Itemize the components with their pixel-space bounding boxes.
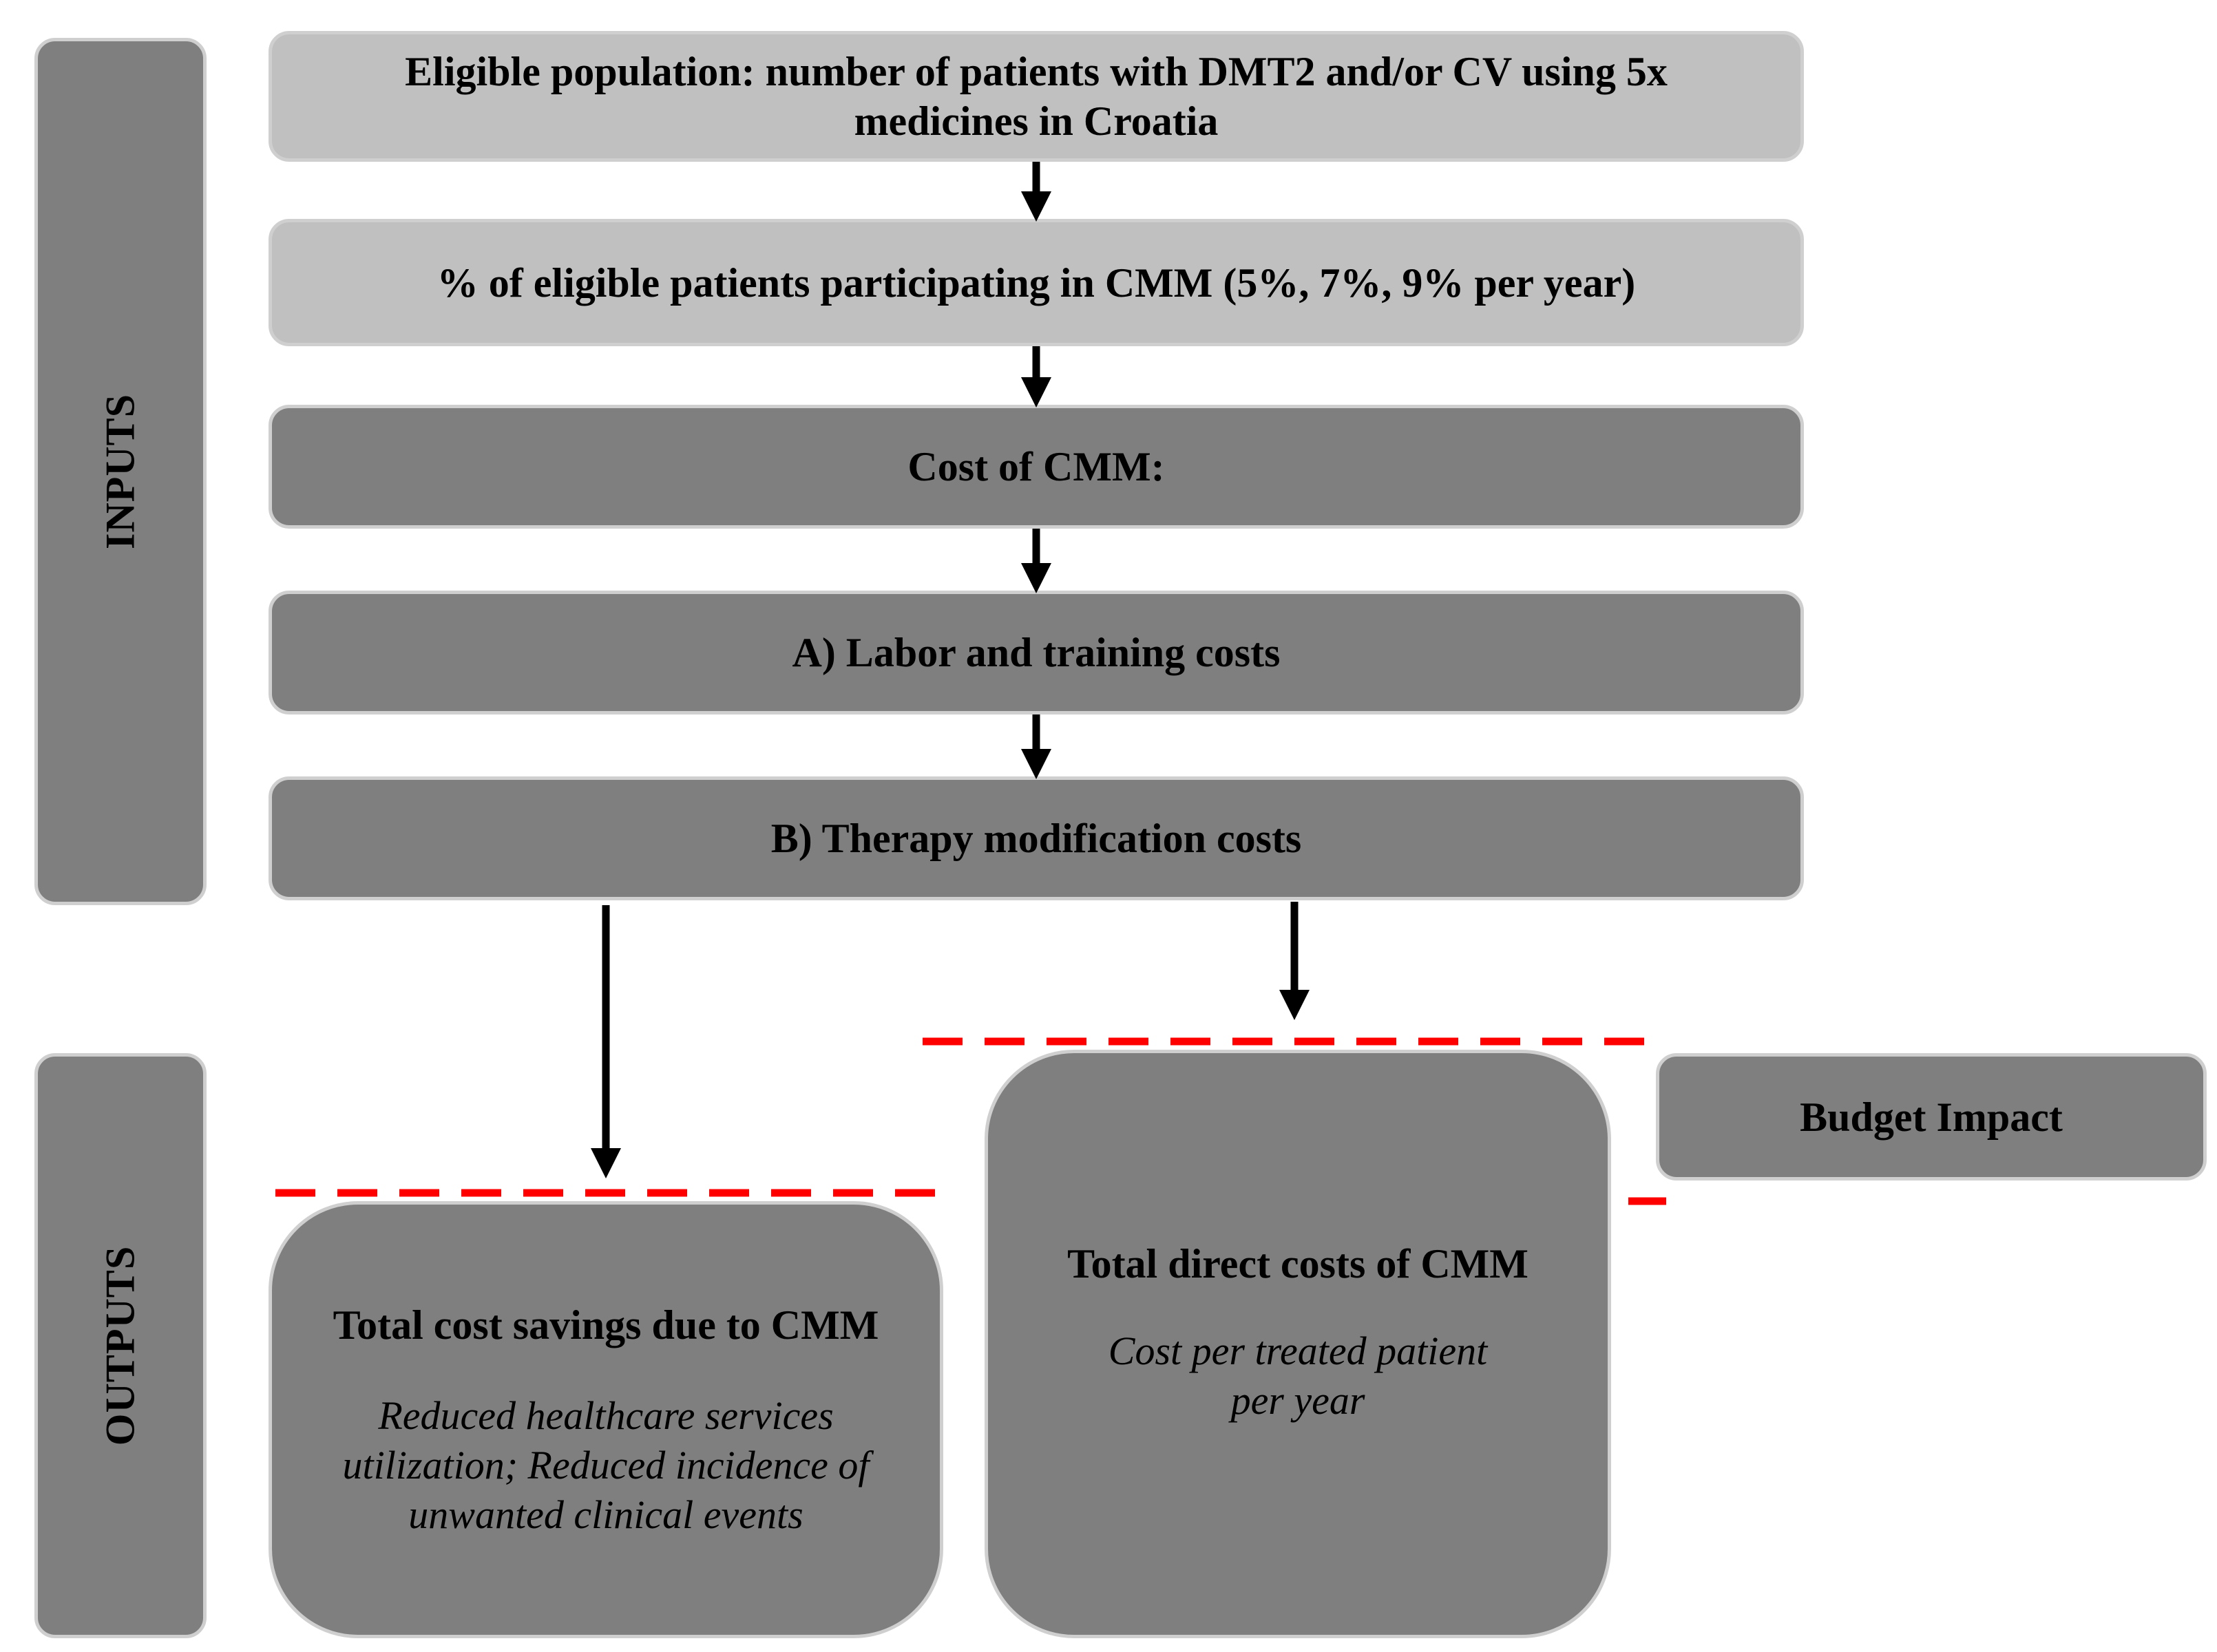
labor-training-costs-text: A) Labor and training costs: [792, 630, 1281, 675]
total-cost-savings-title: Total cost savings due to CMM: [333, 1302, 879, 1348]
eligible-population-text: Eligible population: number of patients …: [405, 49, 1668, 144]
participation-rate-text: % of eligible patients participating in …: [437, 260, 1636, 306]
total-direct-costs-detail: Cost per treated patient per year: [1108, 1328, 1488, 1423]
outputs-section-bar: OUTPUTS: [34, 1053, 207, 1638]
inputs-section-bar: INPUTS: [34, 38, 207, 905]
total-direct-costs-box: Total direct costs of CMM Cost per treat…: [985, 1050, 1611, 1638]
total-direct-costs-title: Total direct costs of CMM: [1067, 1241, 1528, 1286]
participation-rate-box: % of eligible patients participating in …: [269, 219, 1804, 346]
cost-of-cmm-text: Cost of CMM:: [907, 444, 1165, 489]
budget-impact-box: Budget Impact: [1656, 1053, 2207, 1180]
total-cost-savings-detail: Reduced healthcare services utilization;…: [342, 1392, 870, 1537]
total-cost-savings-box: Total cost savings due to CMM Reduced he…: [269, 1201, 943, 1638]
labor-training-costs-box: A) Labor and training costs: [269, 591, 1804, 714]
eligible-population-box: Eligible population: number of patients …: [269, 31, 1804, 162]
therapy-modification-costs-box: B) Therapy modification costs: [269, 776, 1804, 900]
budget-impact-text: Budget Impact: [1800, 1094, 2063, 1140]
therapy-modification-costs-text: B) Therapy modification costs: [770, 816, 1302, 861]
